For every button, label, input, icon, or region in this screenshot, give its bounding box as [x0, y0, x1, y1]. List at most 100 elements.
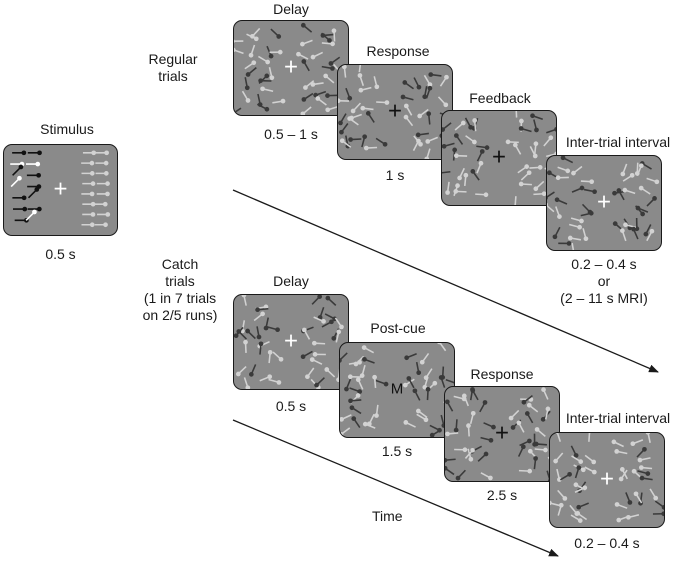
stimulus-stick [453, 153, 468, 159]
stimulus-stick [95, 150, 109, 156]
stimulus-stick [646, 177, 660, 185]
stimulus-stick [82, 212, 96, 217]
catch-response-title: Response [470, 366, 534, 382]
stimulus-stick [553, 452, 564, 464]
catch-delay-title: Delay [273, 273, 309, 289]
stimulus-stick [584, 466, 597, 475]
stimulus-stick [620, 228, 627, 242]
stimulus-stick [82, 201, 96, 207]
stimulus-stick [349, 405, 362, 415]
stimulus-stick [415, 361, 422, 376]
stimulus-stick [374, 404, 379, 418]
post-cue-letter: M [390, 380, 404, 398]
stimulus-stick [557, 502, 564, 516]
fixation-cross-icon: + [283, 327, 298, 355]
stimulus-stick [309, 357, 323, 365]
stimulus-stick [400, 94, 414, 101]
catch-iti-title: Inter-trial interval [565, 410, 671, 426]
stimulus-stick [361, 134, 368, 148]
stimulus-stick [639, 475, 653, 481]
stimulus-stick [445, 465, 455, 476]
stimulus-stick [328, 56, 341, 66]
stimulus-stick [345, 87, 353, 101]
stimulus-stick [97, 212, 111, 217]
stimulus-stick [588, 433, 591, 442]
stimulus-stick [645, 433, 651, 444]
stimulus-stick [248, 364, 257, 377]
stimulus-stick [234, 107, 242, 115]
stimulus-stick [429, 424, 442, 433]
regular-response-panel: + [337, 64, 453, 160]
stimulus-stick [470, 388, 479, 401]
fixation-cross-icon: + [599, 465, 614, 493]
stimulus-stick [235, 365, 247, 377]
stimulus-stick [300, 106, 312, 115]
stimulus-stick [317, 307, 325, 320]
fixation-cross-icon: + [283, 53, 298, 81]
stimulus-stick [555, 175, 569, 181]
stimulus-stick [526, 402, 539, 413]
stimulus-stick [457, 167, 465, 181]
stimulus-stick [580, 179, 595, 185]
regular-label-line1: Regular [148, 51, 198, 67]
catch-postcue-duration: 1.5 s [381, 443, 413, 459]
stimulus-stick [455, 469, 466, 481]
stimulus-stick [81, 191, 95, 197]
stimulus-stick [27, 150, 42, 156]
stimulus-stick [340, 427, 351, 437]
stimulus-stick [324, 367, 336, 378]
stimulus-stick [270, 28, 282, 39]
regular-iti-title: Inter-trial interval [565, 134, 671, 150]
stimulus-stick [560, 156, 574, 164]
stimulus-stick [636, 446, 647, 458]
stimulus-stick [360, 105, 374, 111]
stimulus-stick [13, 206, 28, 212]
stimulus-stick [424, 148, 431, 159]
stimulus-stick [241, 90, 251, 103]
stimulus-stick [438, 375, 446, 388]
regular-response-title: Response [366, 43, 430, 59]
catch-label-line3: (1 in 7 trials [143, 290, 217, 306]
stimulus-stick [303, 80, 315, 90]
stimulus-stick [402, 378, 415, 388]
stimulus-stick [533, 180, 545, 192]
stimulus-stick [12, 195, 27, 201]
stimulus-stick [570, 445, 579, 458]
stimulus-stick [569, 223, 582, 230]
stimulus-stick [534, 447, 548, 453]
stimulus-stick [373, 76, 380, 90]
stimulus-stick [305, 367, 315, 380]
catch-label-line1: Catch [161, 256, 199, 272]
stimulus-stick [419, 353, 430, 365]
stimulus-stick [425, 85, 433, 99]
stimulus-stick [570, 514, 583, 523]
stimulus-stick [614, 502, 628, 509]
stimulus-stick [96, 181, 110, 186]
stimulus-stick [633, 491, 643, 504]
regular-delay-panel: + [233, 20, 349, 116]
stimulus-stick [269, 49, 283, 55]
stimulus-stick [636, 163, 644, 176]
stimulus-stick [479, 400, 488, 413]
stimulus-stick [476, 160, 484, 174]
stimulus-stick [465, 135, 477, 145]
stimulus-stick [614, 449, 628, 455]
stimulus-stick [81, 160, 95, 166]
regular-feedback-panel: + [441, 110, 557, 206]
regular-iti-duration-mri: (2 – 11 s MRI) [560, 290, 648, 306]
catch-iti-panel: + [549, 432, 665, 528]
stimulus-stick [550, 500, 561, 507]
stimulus-stick [463, 172, 469, 187]
stimulus-stick [268, 378, 282, 385]
stimulus-stick [81, 222, 95, 228]
stimulus-stick [325, 93, 339, 98]
fixation-cross-icon: + [53, 175, 68, 203]
stimulus-stick [445, 378, 454, 385]
stimulus-stick [372, 374, 377, 388]
stimulus-stick [95, 171, 109, 176]
stimulus-stick [362, 356, 375, 364]
stimulus-stick [341, 65, 347, 78]
panel-bars [234, 22, 344, 115]
stimulus-stick [367, 413, 375, 427]
stimulus-stick [250, 27, 261, 39]
